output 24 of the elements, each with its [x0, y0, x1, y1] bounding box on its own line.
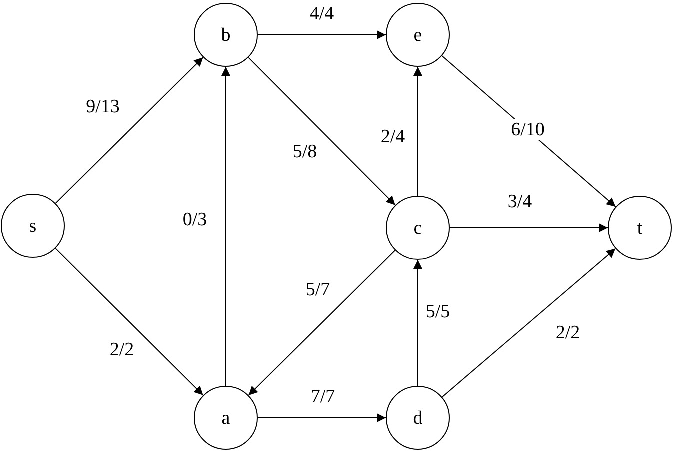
graph-node [1, 194, 65, 258]
graph-node [194, 3, 258, 67]
arrow [248, 250, 396, 396]
node-label: c [414, 218, 422, 238]
arrow [55, 57, 204, 204]
node-label: b [221, 26, 231, 44]
edge-label: 6/10 [510, 120, 546, 140]
node-label: s [29, 216, 37, 236]
arrow [248, 57, 396, 206]
graph-node [386, 196, 450, 260]
node-label: d [413, 408, 423, 428]
arrow [258, 30, 386, 40]
graph-node [608, 196, 672, 260]
node-label: e [414, 26, 422, 44]
node-label: t [637, 218, 643, 238]
arrow [450, 224, 608, 232]
arrow [442, 248, 616, 398]
node-label: a [222, 408, 230, 428]
arrow [414, 260, 422, 386]
arrow [258, 414, 386, 422]
graph-node [194, 386, 258, 450]
arrow [222, 66, 230, 386]
arrow [414, 66, 422, 196]
arrow [55, 248, 204, 396]
